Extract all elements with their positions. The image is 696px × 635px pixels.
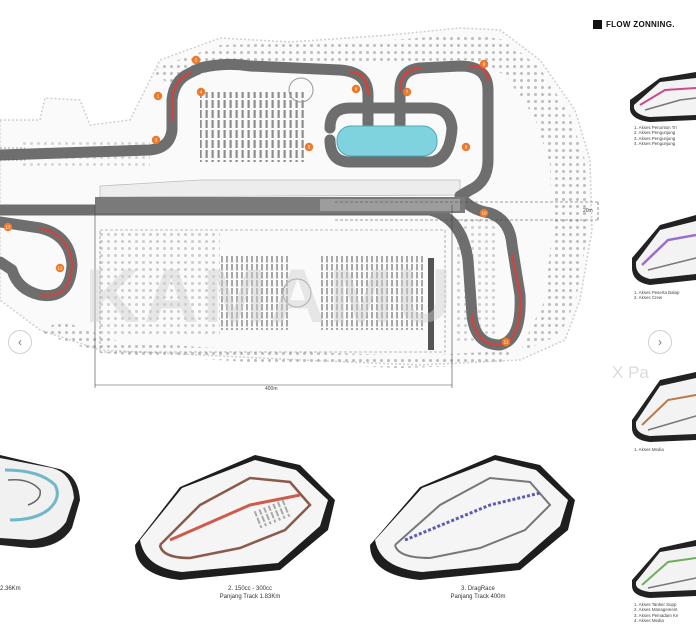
zoning-item: 4. Akses Media: [634, 618, 664, 624]
track-marker-label: 7: [406, 90, 409, 95]
track-marker-label: 11: [504, 340, 509, 345]
zoning-thumb-3: [632, 372, 696, 442]
zoning-legend-2: 1. Akses Peserta Balap 2. Akses Crew: [634, 290, 679, 301]
track-marker-dot: [351, 84, 361, 94]
track-marker-dot: [191, 55, 201, 65]
variant-2-caption-title: 2. 150cc - 300cc: [227, 586, 273, 592]
track-marker-dot: [402, 87, 412, 97]
service-building: [99, 179, 461, 198]
track-marker-label: 2: [195, 58, 198, 63]
track-marker-dot: [479, 59, 489, 69]
watermark: KAMAMU: [85, 254, 455, 339]
variant-1-caption-length: 2.36Km: [0, 586, 21, 592]
variant-3-caption-length: Panjang Track 400m: [450, 594, 506, 600]
track-marker: 4: [196, 87, 206, 97]
zoning-item: 3. Akses Pengunjung: [634, 135, 676, 141]
track-kerb: [170, 64, 522, 347]
zoning-item: 1. Akses Penonton Tri: [634, 125, 677, 130]
dimension-lines: [0, 147, 600, 388]
side-dimension-label: 20m: [583, 208, 593, 214]
zoning-thumb-1: [630, 72, 696, 122]
zoning-item: 2. Akses Management: [634, 607, 678, 613]
track-marker-label: 5: [308, 145, 311, 150]
title-square-icon: [593, 20, 602, 29]
track-marker-label: 8: [465, 145, 468, 150]
zoning-item: 1. Akses Peserta Balap: [634, 290, 680, 295]
track-marker-label: 13: [5, 225, 11, 230]
variant-3-caption-title: 3. DragRace: [461, 586, 495, 592]
paddock-parking-north: [200, 92, 305, 162]
zoning-item: 3. Akses Pemadam Ke: [634, 612, 679, 618]
track-marker: 5: [304, 142, 314, 152]
track-marker-label: 3: [155, 138, 158, 143]
track-marker: 8: [461, 142, 471, 152]
zoning-thumb-2: [632, 215, 696, 285]
roundabout-north: [288, 77, 314, 103]
tree-belt-south: [40, 320, 515, 368]
zoning-item: 4. Akses Pengunjung: [634, 141, 676, 147]
track-marker-dot: [151, 135, 161, 145]
track-marker: 6: [351, 84, 361, 94]
chevron-left-icon: ‹: [18, 335, 22, 349]
variant-2-caption: 2. 150cc - 300cc Panjang Track 1.83Km: [190, 585, 310, 601]
track-marker-dot: [196, 87, 206, 97]
track-marker: 13: [3, 222, 13, 232]
track-marker: 9: [479, 59, 489, 69]
track-marker-label: 10: [481, 211, 487, 216]
track-marker: 12: [55, 263, 65, 273]
infield-kerb: [39, 227, 73, 297]
carousel-next-button[interactable]: ›: [648, 330, 672, 354]
chevron-right-icon: ›: [658, 335, 662, 349]
track-marker-label: 12: [57, 266, 63, 271]
pool: [336, 125, 438, 157]
zoning-thumb-4: [632, 540, 696, 598]
zoning-item: 1. Akses Media: [634, 447, 664, 452]
variant-1-caption: 2.36Km: [0, 585, 40, 593]
zoning-item: 2. Akses Crew: [634, 295, 663, 301]
track-marker-label: 9: [483, 62, 486, 67]
tree-block-center: [100, 230, 220, 335]
drag-strip-light: [320, 199, 460, 211]
width-dimension-label: 400m: [265, 386, 278, 392]
parking-south-a: [220, 255, 290, 330]
track-marker: 3: [151, 135, 161, 145]
zoning-item: 2. Akses Pengunjung: [634, 130, 676, 136]
track-marker: 1: [153, 91, 163, 101]
variant-3-caption: 3. DragRace Panjang Track 400m: [418, 585, 538, 601]
zoning-item: 1. Akses Tanker Supp: [634, 602, 677, 607]
track-marker-label: 1: [157, 94, 160, 99]
variant-1-track: [0, 455, 80, 548]
carousel-prev-button[interactable]: ‹: [8, 330, 32, 354]
track-marker-label: 4: [200, 90, 203, 95]
parking-south-b: [320, 255, 425, 330]
track-marker-dot: [479, 208, 489, 218]
zoning-legend-4: 1. Akses Tanker Supp 2. Akses Management…: [634, 602, 678, 624]
track-marker: 10: [479, 208, 489, 218]
roundabout-south: [282, 278, 312, 308]
variant-2-track: [135, 455, 335, 580]
track-marker: 7: [402, 87, 412, 97]
track-marker-dot: [3, 222, 13, 232]
track-marker-label: 6: [355, 87, 358, 92]
track-marker-dot: [55, 263, 65, 273]
variant-2-caption-length: Panjang Track 1.83Km: [219, 594, 281, 600]
track-marker-dot: [501, 337, 511, 347]
hairpin-loop: [324, 102, 458, 168]
parking-strip: [428, 258, 434, 350]
track-marker-dot: [461, 142, 471, 152]
zoning-legend-1: 1. Akses Penonton Tri 2. Akses Pengunjun…: [634, 125, 677, 147]
track-marker-dot: [304, 142, 314, 152]
variant-3-track: [370, 455, 575, 580]
track-marker: 11: [501, 337, 511, 347]
watermark-tail: X Pa: [612, 363, 649, 382]
page-title: FLOW ZONNING.: [606, 20, 675, 29]
zoning-legend-3: 1. Akses Media: [634, 447, 664, 452]
track-marker: 2: [191, 55, 201, 65]
track-marker-dot: [153, 91, 163, 101]
